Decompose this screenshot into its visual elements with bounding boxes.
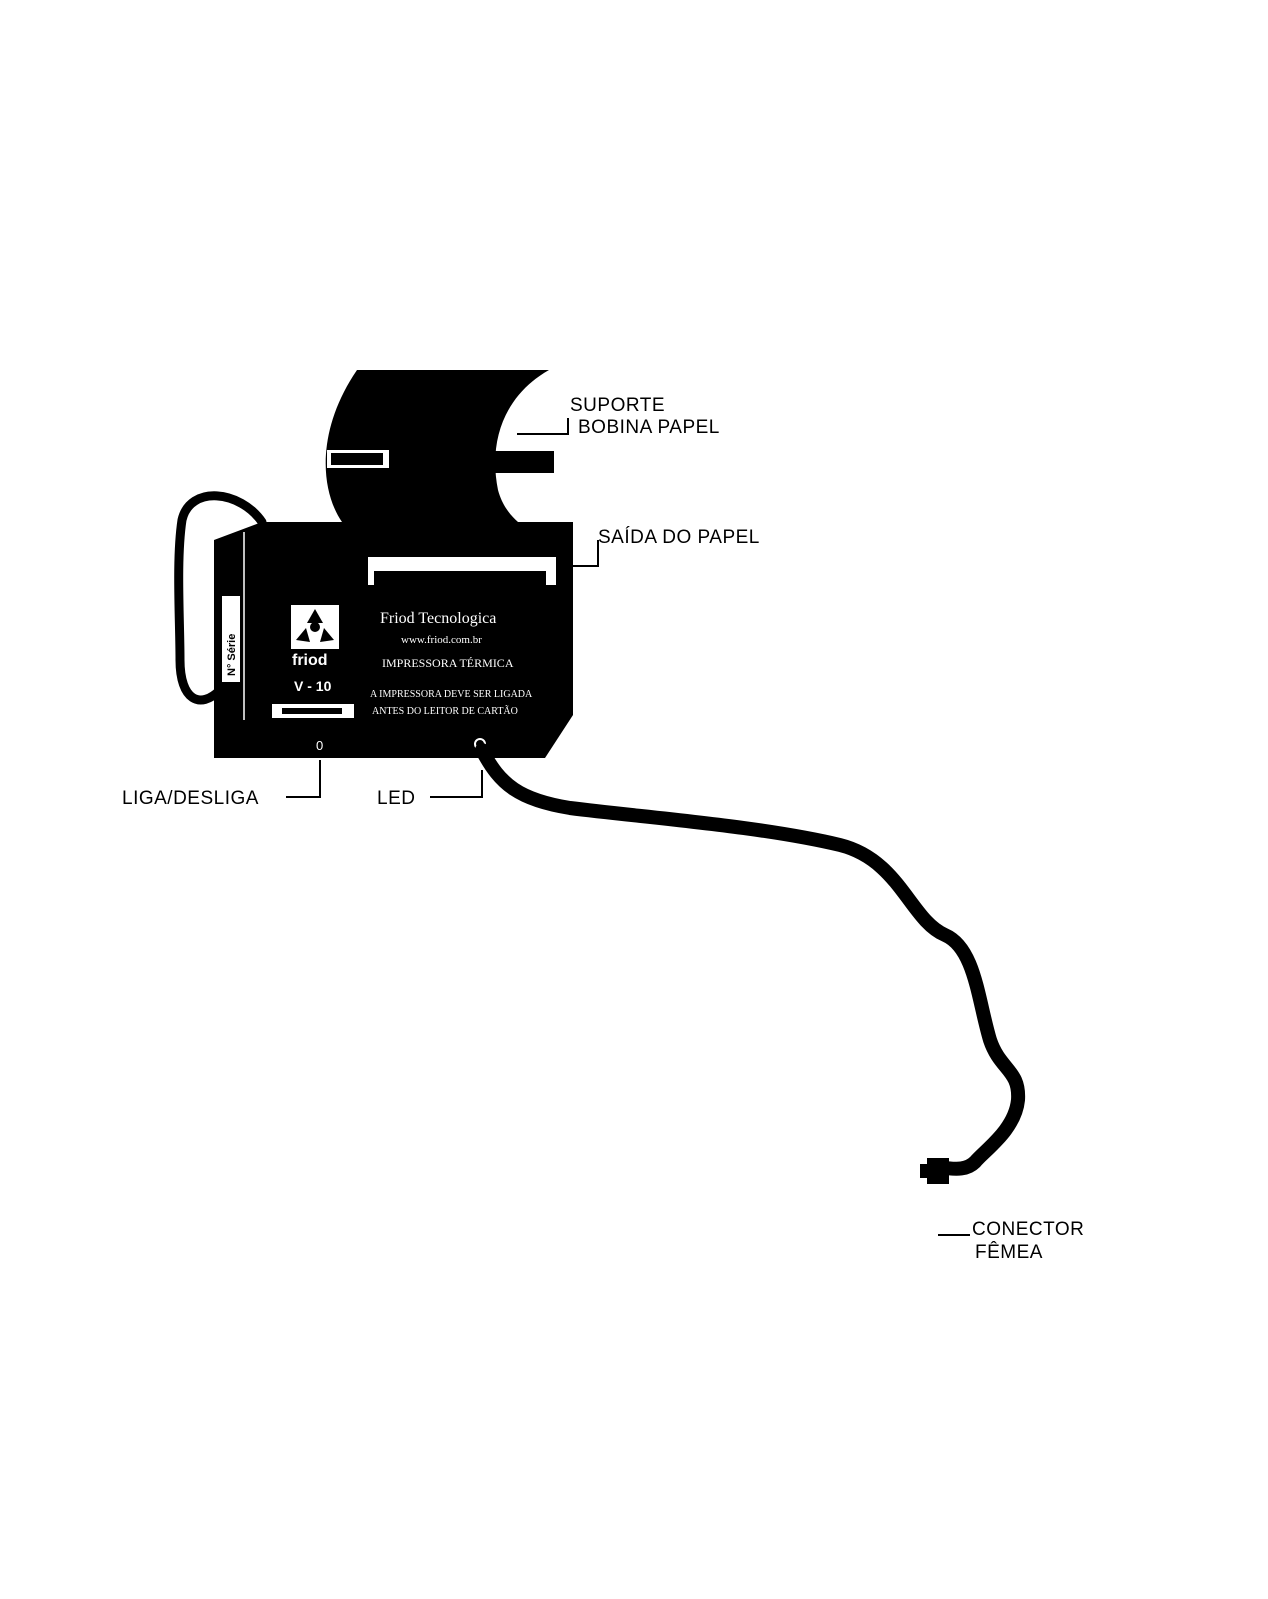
plate-line4: A IMPRESSORA DEVE SER LIGADA xyxy=(370,689,533,700)
label-suporte-line2: BOBINA PAPEL xyxy=(578,417,720,438)
label-suporte-line1: SUPORTE xyxy=(570,395,665,416)
female-connector xyxy=(927,1158,949,1184)
leader-saida xyxy=(560,540,599,567)
plate-line2: www.friod.com.br xyxy=(401,634,482,646)
roll-spindle xyxy=(492,451,554,473)
plate-line1: Friod Tecnologica xyxy=(380,610,496,627)
label-conector-line2: FÊMEA xyxy=(975,1241,1043,1263)
brand-text: friod xyxy=(292,652,328,669)
connector-tip xyxy=(920,1164,930,1178)
label-led: LED xyxy=(377,788,415,809)
label-saida: SAÍDA DO PAPEL xyxy=(598,527,760,548)
main-cable xyxy=(475,743,1026,1176)
model-badge-inner xyxy=(282,708,342,714)
roll-slot-inner xyxy=(331,453,383,465)
label-conector-line1: CONECTOR xyxy=(972,1219,1084,1240)
paper-exit-slot-inner xyxy=(374,571,546,593)
serial-sticker xyxy=(222,596,240,682)
paper-roll-support xyxy=(325,370,549,522)
leader-suporte xyxy=(517,418,569,435)
model-text: V - 10 xyxy=(294,678,332,694)
logo-mark xyxy=(296,609,334,642)
plate-line5: ANTES DO LEITOR DE CARTÃO xyxy=(372,705,518,717)
plate-line3: IMPRESSORA TÉRMICA xyxy=(382,656,514,670)
leader-liga xyxy=(286,760,321,798)
serial-text: N° Série xyxy=(226,634,238,676)
switch-symbol: 0 xyxy=(316,738,323,753)
label-liga: LIGA/DESLIGA xyxy=(122,788,259,809)
left-cable xyxy=(174,491,267,705)
leader-led xyxy=(430,770,483,798)
